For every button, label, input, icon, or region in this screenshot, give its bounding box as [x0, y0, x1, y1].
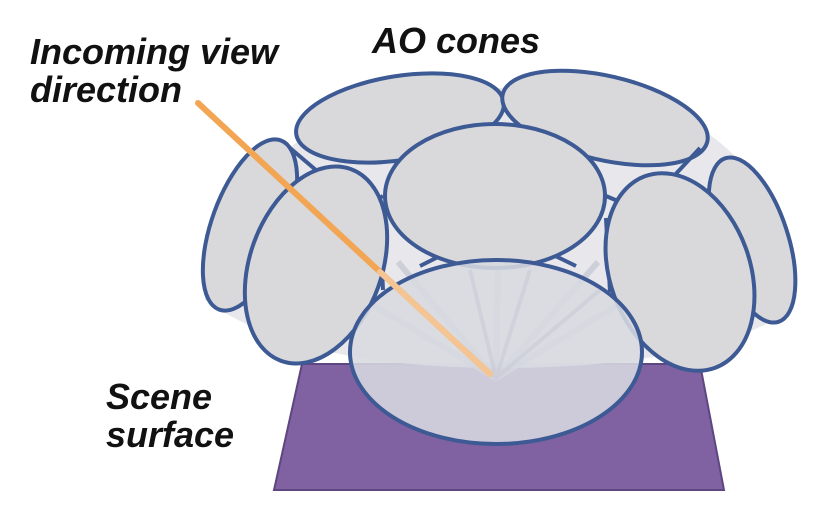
scene-surface-label-line1: Scene	[106, 376, 213, 417]
cone-front	[348, 258, 644, 446]
incoming-view-arrow-fade	[377, 269, 493, 377]
connector-line	[670, 146, 702, 180]
incoming-view-label-line2: direction	[30, 68, 183, 110]
cone-center-top	[383, 122, 607, 270]
scene-surface-label: Scene surface	[106, 378, 234, 454]
incoming-view-label-line1: Incoming view	[30, 31, 279, 72]
cone-mid-left	[242, 164, 390, 366]
ray-line	[468, 269, 498, 379]
incoming-view-label: Incoming view direction	[30, 33, 278, 109]
mid-cone-group	[242, 122, 757, 373]
ray-line	[494, 269, 532, 379]
ray-line	[494, 288, 602, 380]
ao-cones-label: AO cones	[372, 20, 541, 61]
scene-surface-label-line2: surface	[106, 413, 235, 455]
